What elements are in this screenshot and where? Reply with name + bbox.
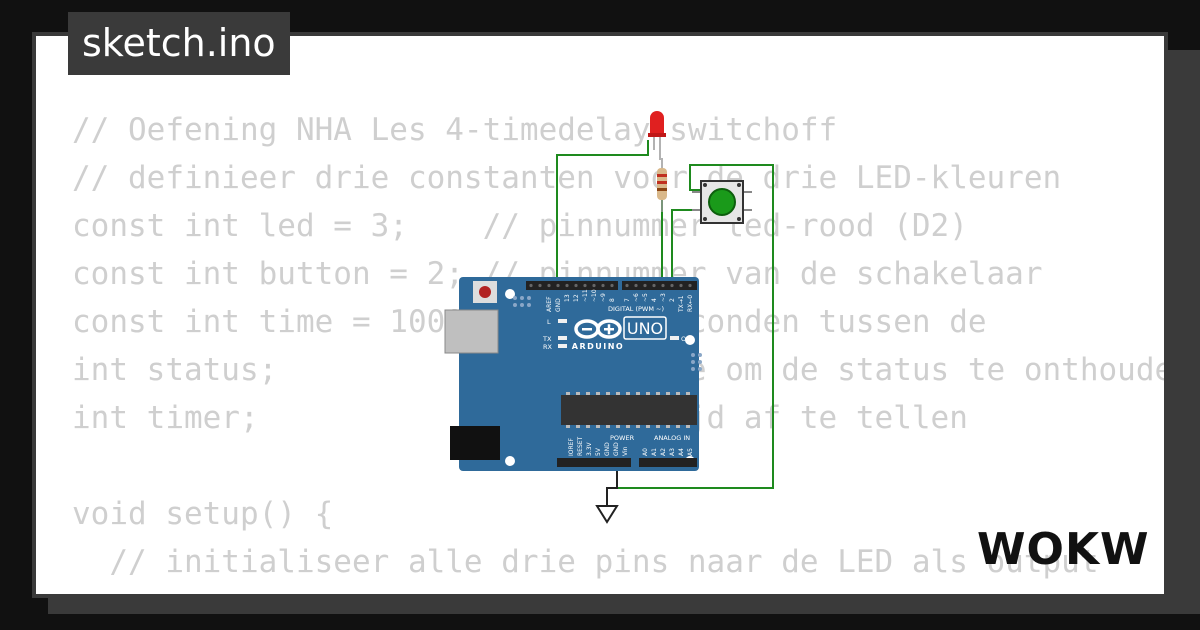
pin-label: AREF: [546, 296, 553, 312]
arduino-logo-symbols: [582, 324, 614, 335]
wire-gnd: [606, 462, 618, 506]
code-line: const int led = 3; // pinnummer led-rood…: [72, 208, 968, 244]
code-line: pinMode(led, OUTPUT);: [72, 586, 1164, 594]
pin-label: A1: [651, 448, 658, 456]
wire-button-d2: [671, 209, 700, 285]
on-label: ON: [681, 335, 691, 343]
board-name: UNO: [627, 319, 663, 338]
resistor[interactable]: [657, 158, 667, 212]
pin-label: GND: [604, 442, 611, 456]
header-right: [622, 281, 697, 290]
led-red[interactable]: [648, 111, 666, 160]
pin-label: Vin: [622, 446, 629, 456]
pin-label: A2: [660, 448, 667, 456]
pin-label: A5: [687, 448, 694, 456]
analog-label: ANALOG IN: [654, 434, 690, 442]
ground-symbol: [595, 505, 619, 524]
pin-label: 4: [651, 298, 658, 302]
pin-label: 12: [573, 294, 580, 302]
pin-label: GND: [555, 298, 562, 312]
header-analog: [639, 458, 697, 467]
pin-label: RESET: [577, 436, 584, 456]
code-line: void setup() {: [72, 496, 334, 532]
wire-gnd-led: [556, 140, 649, 285]
header-power: [557, 458, 631, 467]
digital-label: DIGITAL (PWM ~): [608, 305, 664, 313]
rx-label: RX: [543, 343, 553, 351]
pin-label: RX←0: [687, 295, 694, 312]
pin-label: 7: [624, 298, 631, 302]
microcontroller-chip: [561, 395, 697, 425]
tx-label: TX: [542, 335, 552, 343]
pin-label: ~3: [660, 293, 667, 302]
pin-label: ~11: [582, 289, 589, 302]
pin-label: 3.3V: [586, 441, 593, 456]
uno-label-box: [623, 316, 667, 340]
pin-label: GND: [613, 442, 620, 456]
pin-label: ~6: [633, 293, 640, 302]
brand-label: ARDUINO: [572, 342, 624, 351]
code-line: // Oefening NHA Les 4-timedelay switchof…: [72, 112, 838, 148]
pin-label: 13: [564, 294, 571, 302]
code-line: // initialiseer alle drie pins naar de L…: [72, 544, 1099, 580]
arduino-logo-icon: [574, 319, 622, 339]
header-left: [526, 281, 618, 290]
pin-label: A4: [678, 448, 685, 456]
pin-label: 2: [669, 298, 676, 302]
pin-label: ~9: [600, 293, 607, 302]
wokwi-logo-text: WOKWI: [977, 524, 1150, 574]
pin-label: 5V: [595, 447, 602, 456]
pin-label: 8: [609, 298, 616, 302]
code-line: // definieer drie constanten voor de dri…: [72, 160, 1062, 196]
pin-label: A3: [669, 448, 676, 456]
wokwi-logo: WOKWI: [977, 524, 1150, 574]
arduino-uno-board[interactable]: AREF GND 13 12 ~11 ~10 ~9 8 7 ~6 ~5 4 ~3…: [444, 277, 702, 471]
pushbutton[interactable]: [692, 180, 752, 224]
l-label: L: [547, 318, 551, 326]
pin-label: IOREF: [568, 438, 575, 456]
file-name-tab: sketch.ino: [68, 12, 290, 75]
pin-label: ~10: [591, 289, 598, 302]
pin-label: A0: [642, 448, 649, 456]
pin-label: ~5: [642, 293, 649, 302]
pin-label: TX→1: [678, 295, 685, 313]
power-label: POWER: [610, 434, 635, 442]
wire-button-5v: [612, 164, 774, 489]
